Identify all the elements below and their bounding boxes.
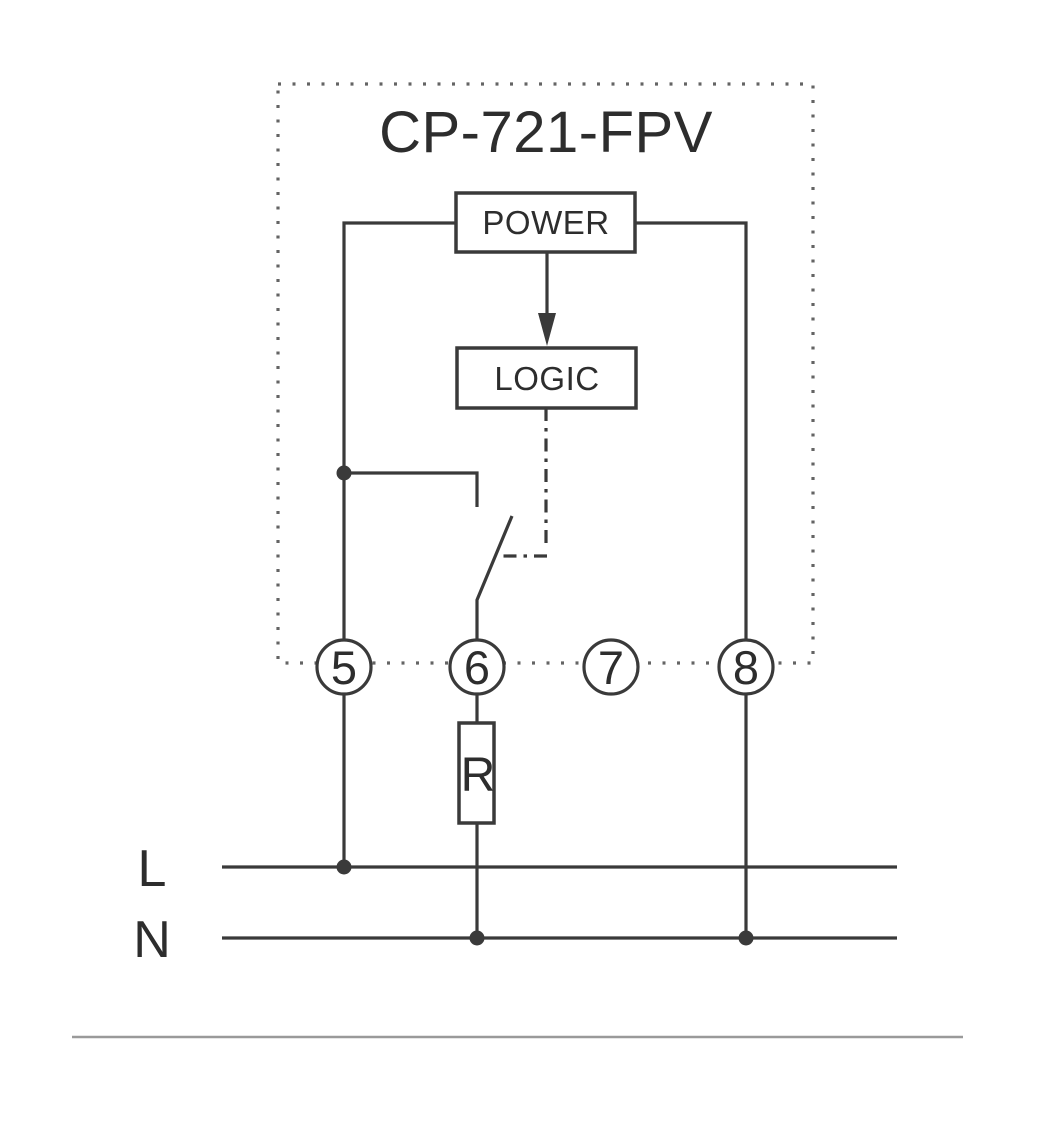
junction-dot-switch-tap [336, 465, 352, 481]
resistor-body [457, 721, 496, 825]
terminal-6-label: 6 [464, 641, 490, 694]
wire-power-to-terminal-5 [342, 221, 456, 640]
terminal-6-circle [448, 638, 506, 696]
terminal-7-circle [582, 638, 640, 696]
terminal-7-label: 7 [598, 641, 624, 694]
wire-group [222, 221, 897, 940]
power-block [454, 191, 637, 254]
terminal-8-label: 8 [733, 641, 759, 694]
resistor-label: R [461, 749, 496, 802]
junction-group [336, 313, 754, 946]
neutral-line-label: N [133, 911, 171, 969]
block-group [454, 191, 638, 825]
live-line-label: L [138, 840, 167, 898]
junction-dot-resistor-neutral [469, 930, 485, 946]
junction-dot-terminal8-neutral [738, 930, 754, 946]
terminal-8-circle [717, 638, 775, 696]
terminal-5-circle [315, 638, 373, 696]
logic-block [455, 346, 638, 410]
power-block-label: POWER [482, 204, 609, 241]
label-group: CP-721-FPV POWER LOGIC 5 6 7 8 R L N [133, 100, 759, 969]
terminal-5-label: 5 [331, 641, 357, 694]
switch-blade [475, 515, 514, 640]
logic-block-label: LOGIC [494, 360, 599, 397]
diagram-title: CP-721-FPV [379, 100, 713, 165]
wire-switch-fixed-contact [344, 471, 479, 507]
junction-dot-live [336, 859, 352, 875]
wire-power-to-terminal-8 [635, 221, 748, 640]
arrow-head-icon [538, 313, 556, 346]
terminal-group [315, 638, 775, 696]
